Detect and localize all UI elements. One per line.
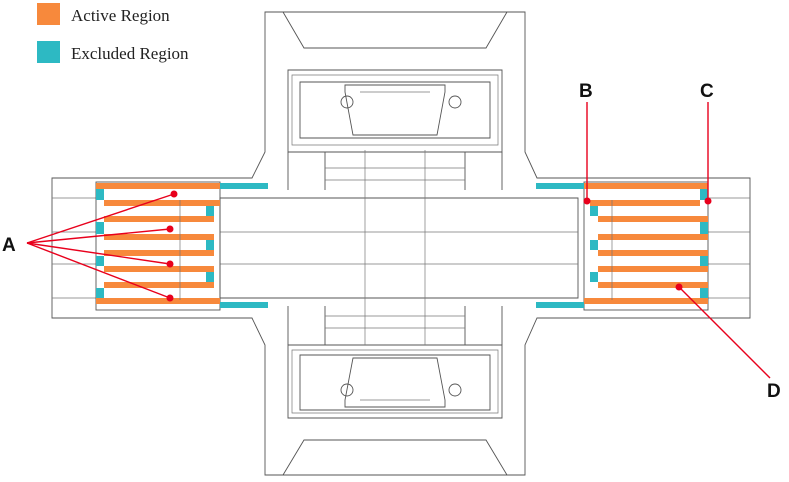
left-coil-stack: [95, 181, 268, 311]
left-active-strip-5: [104, 250, 214, 256]
bottom-chamber-inner-frame: [287, 344, 503, 419]
left-active-strip-8: [96, 298, 220, 304]
right-excluded-l1: [590, 206, 598, 216]
legend-label-excluded: Excluded Region: [71, 44, 189, 63]
right-active-strip-7: [598, 282, 708, 288]
bottom-left-bolt: [340, 383, 354, 397]
left-excluded-l2: [96, 222, 104, 234]
left-excluded-r1: [206, 206, 214, 216]
left-excluded-r3: [206, 272, 214, 282]
legend-label-active: Active Region: [71, 6, 170, 25]
leader-a-4: [26, 242, 171, 299]
leader-b-dot: [583, 197, 591, 205]
right-excluded-r2: [700, 222, 708, 234]
right-active-strip-5: [598, 250, 708, 256]
callout-label-d: D: [767, 381, 781, 402]
top-left-bolt: [340, 95, 354, 109]
callout-label-b: B: [579, 81, 593, 102]
leader-a-dot-1: [170, 190, 178, 198]
housing-outline: [51, 11, 751, 476]
legend: Active Region Excluded Region: [37, 3, 189, 63]
bottom-yoke-block: [299, 354, 491, 411]
legend-swatch-active: [37, 3, 60, 25]
right-coil-frame: [583, 181, 709, 311]
leader-a-2: [26, 228, 171, 244]
leader-a-dot-4: [166, 294, 174, 302]
left-excluded-bottom: [220, 302, 268, 308]
right-coil-stack: [536, 181, 709, 311]
left-excluded-l1: [96, 189, 104, 200]
right-excluded-l3: [590, 272, 598, 282]
right-active-strip-4: [598, 234, 708, 240]
top-yoke-trapezoid: [344, 84, 446, 136]
left-excluded-l4: [96, 288, 104, 298]
top-chamber-rim: [291, 74, 499, 146]
leader-d: [678, 286, 771, 379]
leader-c-dot: [704, 197, 712, 205]
top-chamber-outer-frame: [282, 11, 508, 49]
right-active-strip-3: [598, 216, 708, 222]
left-coil-frame: [95, 181, 221, 311]
top-yoke-block: [299, 81, 491, 139]
left-active-strip-2: [104, 200, 220, 206]
left-active-strip-6: [104, 266, 214, 272]
left-active-strip-4: [104, 234, 214, 240]
bottom-chamber-rim: [291, 349, 499, 414]
leader-a-1: [26, 193, 175, 244]
right-active-strip-1: [584, 183, 708, 189]
right-excluded-top: [536, 183, 584, 189]
left-excluded-r2: [206, 240, 214, 250]
left-excluded-top: [220, 183, 268, 189]
bottom-yoke-trapezoid: [344, 357, 446, 408]
central-bore: [219, 197, 579, 299]
housing-outer-boundary: [51, 11, 751, 476]
left-excluded-l3: [96, 256, 104, 266]
legend-swatch-excluded: [37, 41, 60, 63]
callouts: A B C D: [2, 81, 781, 402]
callout-label-a: A: [2, 235, 16, 256]
left-active-strip-1: [96, 183, 220, 189]
leader-d-dot: [675, 283, 683, 291]
right-active-strip-6: [598, 266, 708, 272]
right-excluded-bottom: [536, 302, 584, 308]
right-active-strip-8: [584, 298, 708, 304]
right-excluded-r4: [700, 288, 708, 298]
right-excluded-r1: [700, 189, 708, 200]
right-active-strip-2: [590, 200, 700, 206]
leader-a-dot-2: [166, 225, 174, 233]
right-excluded-r3: [700, 256, 708, 266]
leader-a-3: [26, 242, 171, 265]
left-active-strip-3: [104, 216, 214, 222]
leader-a-dot-3: [166, 260, 174, 268]
callout-label-c: C: [700, 81, 714, 102]
top-right-bolt: [448, 95, 462, 109]
bottom-chamber-outer-frame: [282, 439, 508, 476]
right-excluded-l2: [590, 240, 598, 250]
top-neck: [287, 152, 503, 190]
left-active-strip-7: [104, 282, 214, 288]
bottom-neck: [287, 306, 503, 345]
bottom-right-bolt: [448, 383, 462, 397]
